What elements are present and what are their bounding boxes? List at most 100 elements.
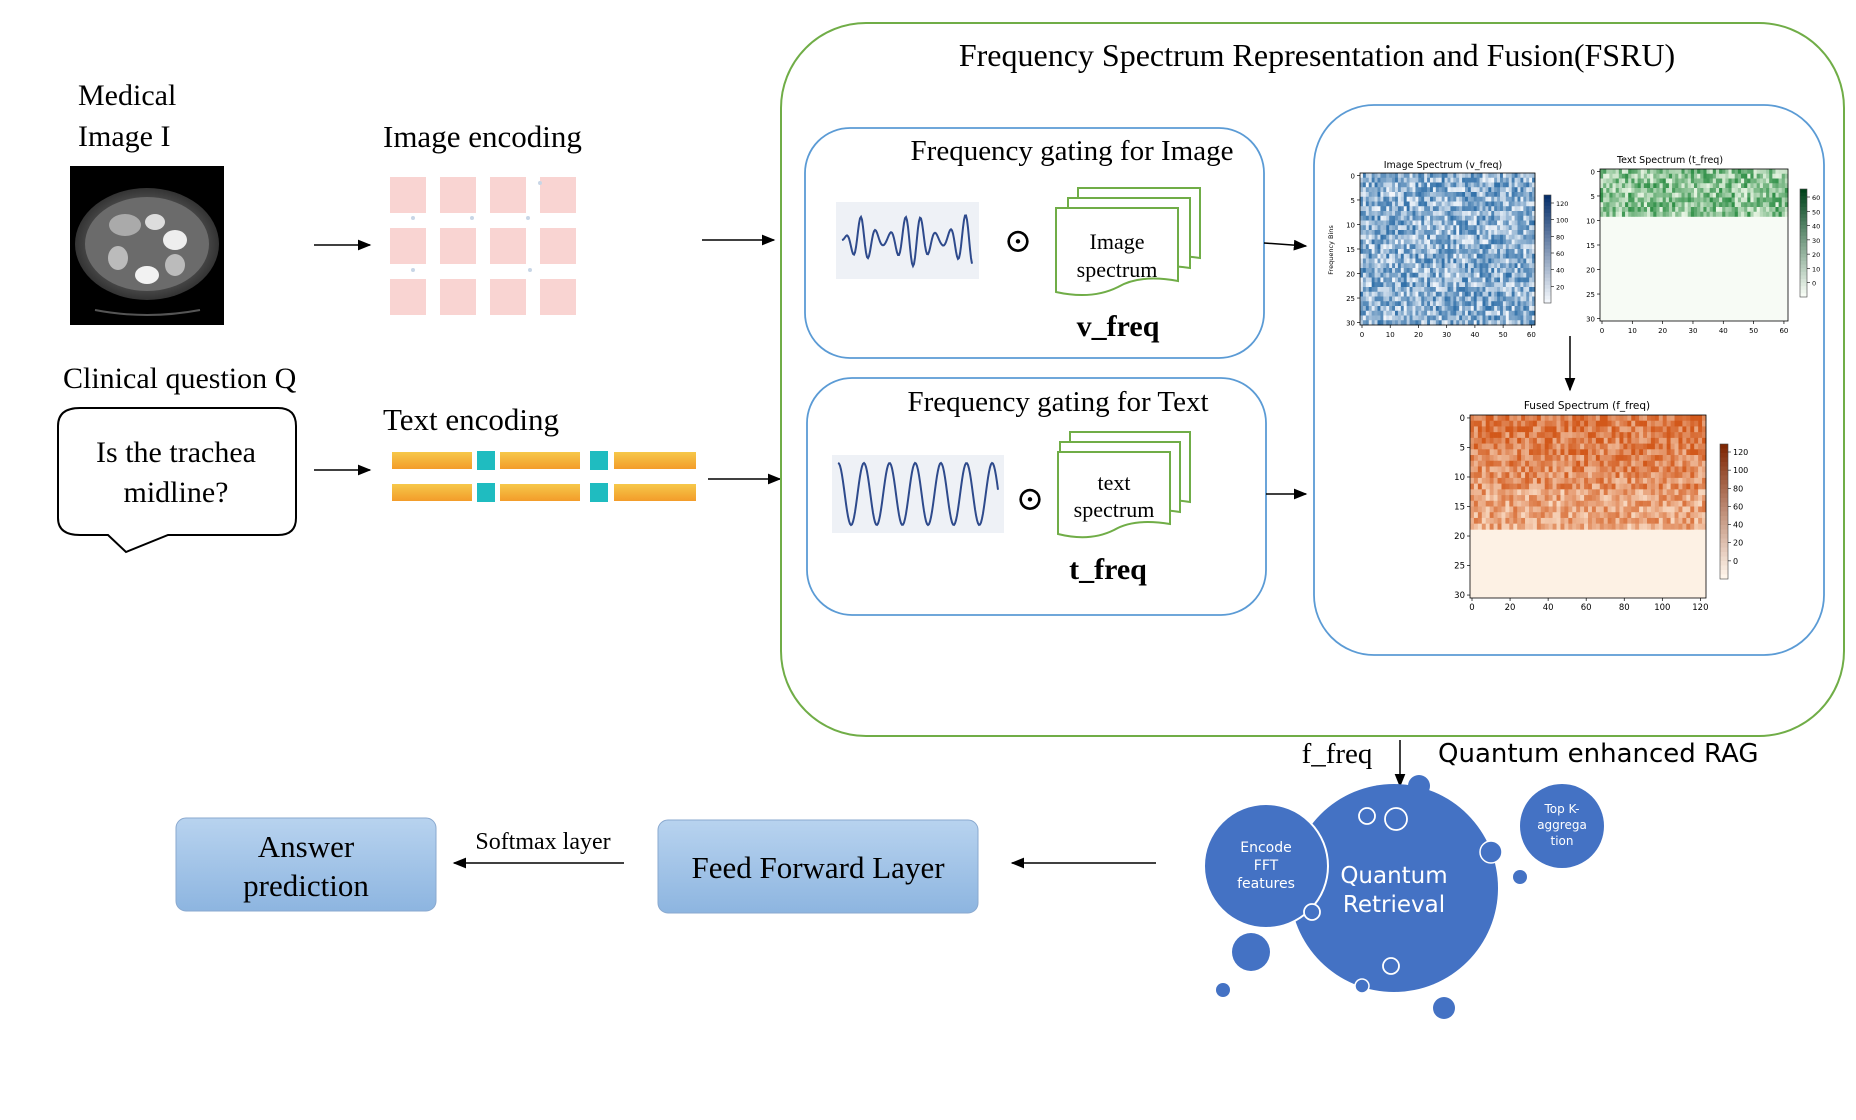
image-encoding-label: Image encoding	[383, 119, 582, 154]
heatmap-cell	[1453, 230, 1457, 236]
heatmap-cell	[1607, 432, 1612, 439]
heatmap-cell	[1441, 296, 1445, 302]
heatmap-cell	[1523, 234, 1527, 240]
heatmap-cell	[1709, 188, 1714, 194]
heatmap-cell	[1389, 287, 1393, 293]
gating-text-panel: Frequency gating for Text ⊙ text spectru…	[806, 377, 1267, 616]
heatmap-cell	[1564, 415, 1569, 422]
heatmap-cell	[1488, 215, 1492, 221]
heatmap-cell	[1627, 523, 1632, 530]
heatmap-cell	[1438, 282, 1442, 288]
heatmap-cell	[1438, 272, 1442, 278]
heatmap-cell	[1465, 287, 1469, 293]
heatmap-cell	[1662, 477, 1667, 484]
heatmap-cell	[1591, 432, 1597, 439]
heatmap-cell	[1424, 192, 1428, 198]
heatmap-cell	[1517, 173, 1521, 179]
heatmap-cell	[1560, 443, 1565, 450]
heatmap-cell	[1654, 437, 1660, 444]
heatmap-cell	[1371, 249, 1375, 255]
heatmap-cell	[1453, 192, 1457, 198]
heatmap-cell	[1497, 426, 1502, 433]
heatmap-cell	[1497, 466, 1502, 473]
heatmap-cell	[1456, 268, 1460, 274]
heatmap-cell	[1612, 211, 1616, 217]
heatmap-cell	[1709, 169, 1714, 175]
heatmap-cell	[1640, 211, 1645, 217]
heatmap-cell	[1470, 277, 1475, 283]
heatmap-cell	[1493, 432, 1498, 439]
heatmap-cell	[1444, 211, 1448, 217]
heatmap-cell	[1508, 263, 1512, 269]
heatmap-cell	[1374, 320, 1378, 326]
heatmap-cell	[1526, 296, 1530, 302]
heatmap-cell	[1540, 466, 1546, 473]
heatmap-cell	[1491, 268, 1495, 274]
heatmap-cell	[1447, 315, 1451, 321]
heatmap-cell	[1456, 211, 1460, 217]
heatmap-cell	[1520, 277, 1524, 283]
text-spectrum-card-line2: spectrum	[1074, 497, 1155, 522]
heatmap-cell	[1532, 272, 1536, 278]
heatmap-cell	[1517, 244, 1521, 250]
heatmap-cell	[1741, 197, 1745, 203]
heatmap-cell	[1529, 215, 1533, 221]
heatmap-cell	[1374, 201, 1378, 207]
heatmap-cell	[1435, 244, 1440, 250]
heatmap-cell	[1479, 215, 1483, 221]
colorbar-segment	[1800, 214, 1807, 219]
heatmap-cell	[1612, 188, 1616, 194]
heatmap-cell	[1421, 282, 1425, 288]
heatmap-cell	[1403, 277, 1407, 283]
heatmap-cell	[1544, 472, 1549, 479]
heatmap-cell	[1406, 244, 1410, 250]
heatmap-cell	[1623, 415, 1628, 422]
heatmap-cell	[1427, 287, 1431, 293]
heatmap-cell	[1619, 500, 1624, 507]
heatmap-cell	[1403, 301, 1407, 307]
heatmap-cell	[1377, 173, 1381, 179]
x-tick-label: 30	[1442, 331, 1451, 339]
heatmap-cell	[1654, 420, 1660, 427]
heatmap-cell	[1453, 291, 1457, 297]
heatmap-cell	[1698, 495, 1703, 502]
heatmap-cell	[1497, 272, 1501, 278]
heatmap-cell	[1599, 489, 1605, 496]
heatmap-cell	[1737, 207, 1742, 213]
heatmap-cell	[1766, 188, 1770, 194]
heatmap-cell	[1635, 432, 1640, 439]
heatmap-cell	[1700, 183, 1704, 189]
heatmap-cell	[1576, 426, 1581, 433]
heatmap-cell	[1383, 234, 1387, 240]
heatmap-cell	[1502, 215, 1507, 221]
heatmap-cell	[1529, 310, 1533, 316]
heatmap-cell	[1532, 230, 1536, 236]
heatmap-cell	[1529, 253, 1533, 259]
heatmap-cell	[1722, 207, 1726, 213]
heatmap-cell	[1430, 310, 1434, 316]
heatmap-cell	[1476, 173, 1480, 179]
heatmap-cell	[1424, 296, 1428, 302]
heatmap-cell	[1658, 455, 1664, 462]
colorbar-segment	[1544, 267, 1551, 271]
heatmap-cell	[1603, 443, 1608, 450]
heatmap-cell	[1650, 432, 1656, 439]
colorbar-segment	[1800, 286, 1807, 291]
heatmap-cell	[1741, 207, 1745, 213]
heatmap-cell	[1643, 495, 1648, 502]
heatmap-cell	[1371, 192, 1375, 198]
heatmap-cell	[1415, 249, 1419, 255]
heatmap-cell	[1424, 291, 1428, 297]
heatmap-cell	[1678, 460, 1683, 467]
heatmap-cell	[1438, 320, 1442, 326]
heatmap-cell	[1380, 215, 1384, 221]
heatmap-cell	[1453, 282, 1457, 288]
heatmap-cell	[1360, 225, 1364, 231]
heatmap-cell	[1502, 277, 1507, 283]
colorbar-segment	[1544, 249, 1551, 253]
heatmap-cell	[1784, 188, 1789, 194]
heatmap-cell	[1467, 234, 1472, 240]
heatmap-cell	[1441, 277, 1445, 283]
heatmap-cell	[1611, 437, 1616, 444]
heatmap-cell	[1603, 432, 1608, 439]
